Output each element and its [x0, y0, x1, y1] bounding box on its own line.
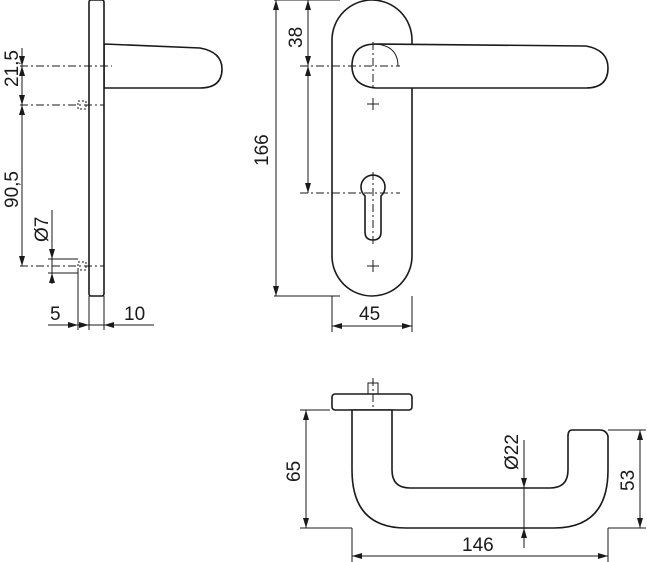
dim-side-90-5: 90,5	[2, 171, 23, 208]
dim-front-38: 38	[286, 27, 307, 48]
dim-top-53: 53	[618, 470, 639, 491]
front-view: 38 166 45	[252, 0, 609, 332]
dim-side-10: 10	[124, 304, 145, 325]
dim-top-65: 65	[284, 461, 305, 482]
top-view-rosette	[331, 393, 413, 411]
top-view-lever	[351, 409, 609, 529]
dim-side-5: 5	[50, 304, 61, 325]
dim-front-45: 45	[359, 304, 380, 325]
side-view: 21,5 90,5 Ø7 5 10	[2, 0, 223, 330]
side-view-backplate	[88, 0, 105, 297]
dim-top-dia-22: Ø22	[502, 434, 523, 470]
front-view-cylinder-hole	[360, 174, 386, 241]
dim-front-166: 166	[252, 134, 273, 166]
dim-top-146: 146	[462, 535, 494, 556]
front-view-lever	[351, 43, 609, 89]
dim-side-dia-7: Ø7	[32, 217, 53, 242]
side-view-lever	[103, 43, 223, 89]
dim-side-21-5: 21,5	[2, 50, 23, 87]
top-view: 65 Ø22 53 146	[284, 378, 646, 562]
